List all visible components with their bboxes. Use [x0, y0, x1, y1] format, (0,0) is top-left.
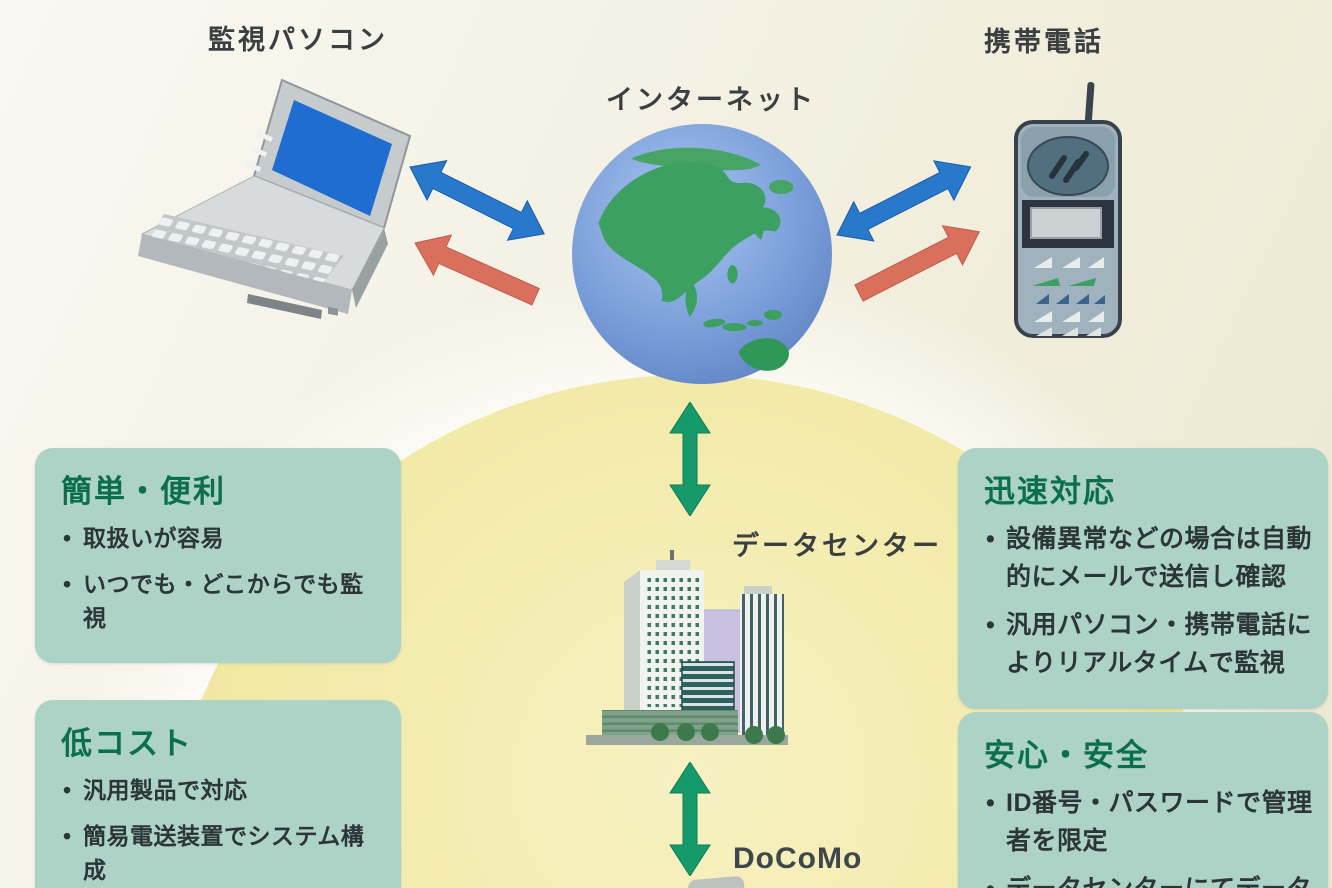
datacenter-docomo-arrow-icon: [669, 762, 711, 876]
internet-to-phone-arrow-icon: [854, 225, 981, 302]
feature-bullet: データセンターにてデータ安全保護: [984, 871, 1314, 888]
feature-bullet: 汎用製品で対応: [61, 773, 387, 808]
feature-box-rapid: 迅速対応 設備異常などの場合は自動的にメールで送信し確認 汎用パソコン・携帯電話…: [958, 448, 1328, 709]
internet-label: インターネット: [606, 85, 816, 115]
laptop-icon: [138, 78, 412, 319]
feature-box-title: 安心・安全: [984, 738, 1149, 773]
feature-box-title: 低コスト: [61, 726, 193, 761]
internet-to-pc-arrow-icon: [414, 234, 540, 306]
mobile-phone-label: 携帯電話: [984, 27, 1104, 57]
docomo-label: DoCoMo: [733, 842, 863, 875]
internet-datacenter-arrow-icon: [669, 402, 711, 516]
feature-box-lowcost: 低コスト 汎用製品で対応 簡易電送装置でシステム構成: [35, 700, 401, 888]
feature-box-secure: 安心・安全 ID番号・パスワードで管理者を限定 データセンターにてデータ安全保護: [958, 712, 1328, 888]
feature-box-easy: 簡単・便利 取扱いが容易 いつでも・どこからでも監視: [35, 448, 401, 663]
monitoring-pc-label: 監視パソコン: [208, 25, 388, 55]
feature-bullet-list: ID番号・パスワードで管理者を限定 データセンターにてデータ安全保護: [984, 785, 1314, 888]
feature-bullet: 汎用パソコン・携帯電話によりリアルタイムで監視: [984, 607, 1314, 682]
feature-bullet: 取扱いが容易: [61, 521, 387, 556]
mobile-phone-icon: [1014, 82, 1122, 338]
feature-bullet-list: 取扱いが容易 いつでも・どこからでも監視: [61, 521, 387, 636]
internet-globe-icon: [572, 124, 832, 384]
feature-bullet-list: 設備異常などの場合は自動的にメールで送信し確認 汎用パソコン・携帯電話によりリア…: [984, 521, 1314, 682]
feature-box-title: 簡単・便利: [61, 474, 226, 509]
feature-bullet: 簡易電送装置でシステム構成: [61, 819, 387, 888]
feature-bullet: ID番号・パスワードで管理者を限定: [984, 785, 1314, 860]
datacenter-buildings-icon: [586, 550, 788, 745]
feature-box-title: 迅速対応: [984, 474, 1116, 509]
datacenter-label: データセンター: [732, 531, 942, 561]
internet-phone-bidirectional-arrow-icon: [836, 160, 972, 242]
feature-bullet-list: 汎用製品で対応 簡易電送装置でシステム構成: [61, 773, 387, 888]
feature-bullet: いつでも・どこからでも監視: [61, 567, 387, 636]
feature-bullet: 設備異常などの場合は自動的にメールで送信し確認: [984, 521, 1314, 596]
pc-internet-bidirectional-arrow-icon: [409, 160, 545, 241]
